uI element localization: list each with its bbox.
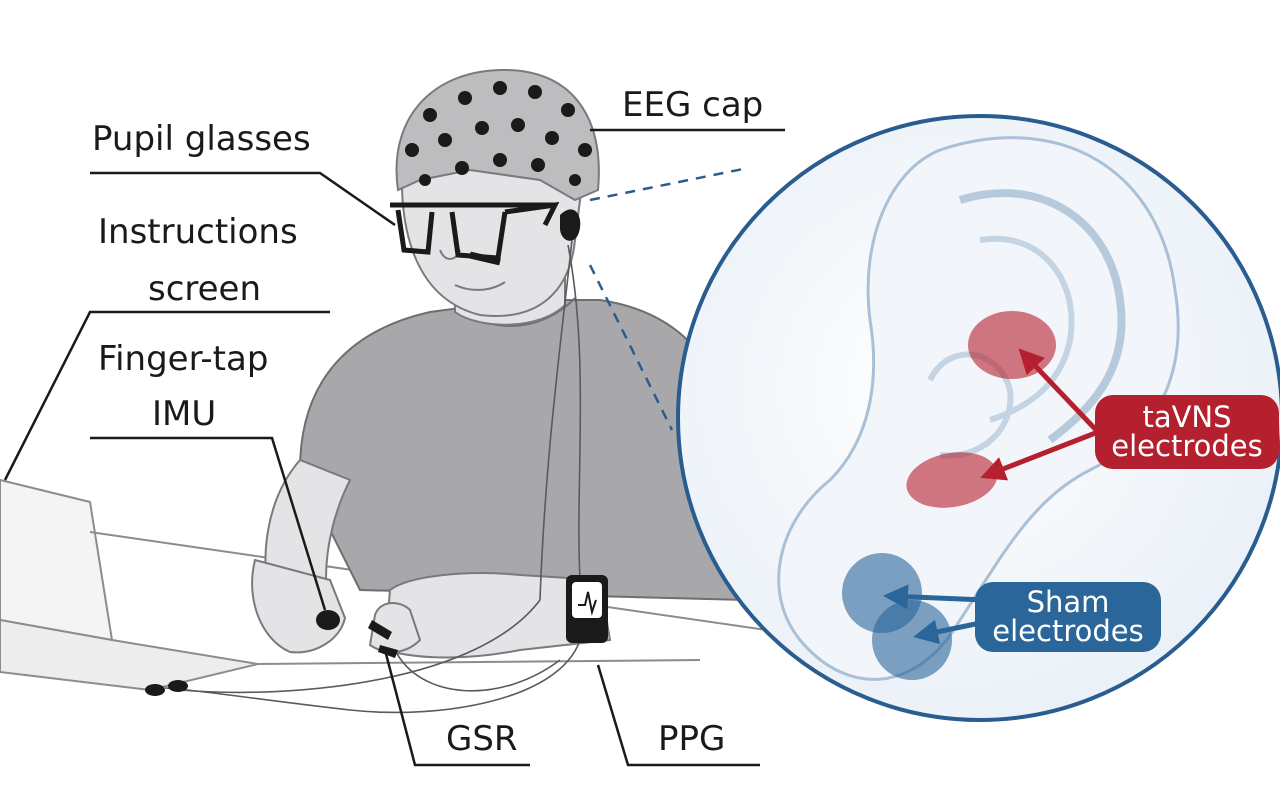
left-hand bbox=[251, 558, 347, 654]
tavns-arrows bbox=[980, 348, 1100, 481]
right-arm bbox=[383, 572, 612, 659]
label-pupil-glasses: Pupil glasses bbox=[92, 119, 311, 159]
ear-inset bbox=[676, 114, 1280, 722]
pupil-glasses bbox=[390, 201, 560, 266]
ear-antihelix bbox=[979, 235, 1075, 423]
sham-callout-line1: Sham bbox=[1026, 585, 1110, 619]
tavns-electrode-upper bbox=[968, 311, 1056, 379]
tavns-callout-line2: electrodes bbox=[1111, 429, 1263, 463]
label-gsr: GSR bbox=[446, 719, 518, 759]
sham-callout-line2: electrodes bbox=[992, 614, 1144, 648]
tavns-callout: taVNS electrodes bbox=[1095, 395, 1279, 469]
tavns-callout-line1: taVNS bbox=[1142, 400, 1232, 434]
eeg-cap bbox=[395, 68, 600, 202]
sham-arrows bbox=[883, 584, 986, 645]
label-screen: screen bbox=[148, 269, 262, 309]
finger-sensors bbox=[145, 610, 398, 696]
zoom-lines bbox=[588, 166, 749, 431]
label-instructions: Instructions bbox=[98, 212, 298, 252]
leader-lines bbox=[3, 128, 785, 767]
sham-callout: Sham electrodes bbox=[975, 582, 1161, 652]
ppg-watch bbox=[566, 575, 608, 643]
cables bbox=[164, 239, 582, 714]
label-finger-tap: Finger-tap bbox=[98, 339, 269, 379]
label-ppg: PPG bbox=[658, 719, 726, 759]
laptop bbox=[0, 478, 259, 692]
ear-clip bbox=[560, 209, 581, 241]
sham-electrode-lower bbox=[872, 600, 952, 680]
label-eeg-cap: EEG cap bbox=[622, 85, 764, 125]
ear-concha bbox=[927, 351, 1014, 459]
ear-helix bbox=[958, 189, 1126, 444]
tavns-electrode-lower bbox=[906, 452, 998, 508]
ear-inset-border bbox=[676, 114, 1280, 722]
label-imu: IMU bbox=[152, 394, 217, 434]
